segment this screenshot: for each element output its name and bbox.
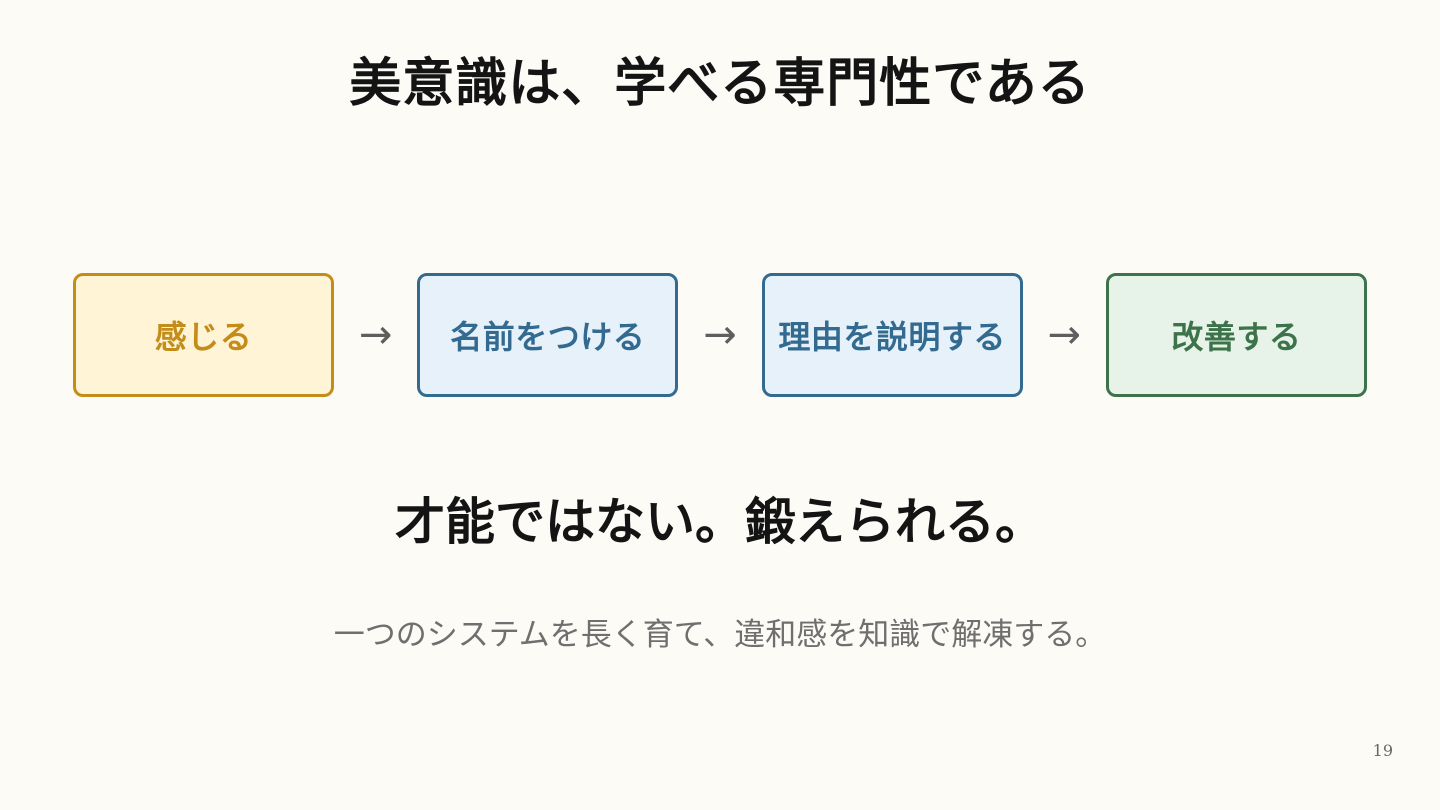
process-flow: 感じる → 名前をつける → 理由を説明する → 改善する [73,273,1367,397]
slide-title: 美意識は、学べる専門性である [349,54,1091,114]
step-explain-reason: 理由を説明する [761,273,1023,397]
step-name: 名前をつける [417,273,679,397]
step-improve: 改善する [1105,273,1367,397]
arrow-right-icon: → [1047,312,1082,358]
arrow-right-icon: → [703,312,737,358]
slide-caption: 一つのシステムを長く育て、違和感を知識で解凍する。 [333,617,1107,653]
page-number: 19 [1372,741,1393,760]
arrow-right-icon: → [358,312,393,358]
step-feel: 感じる [73,273,334,397]
slide-subtitle: 才能ではない。鍛えられる。 [395,493,1045,551]
